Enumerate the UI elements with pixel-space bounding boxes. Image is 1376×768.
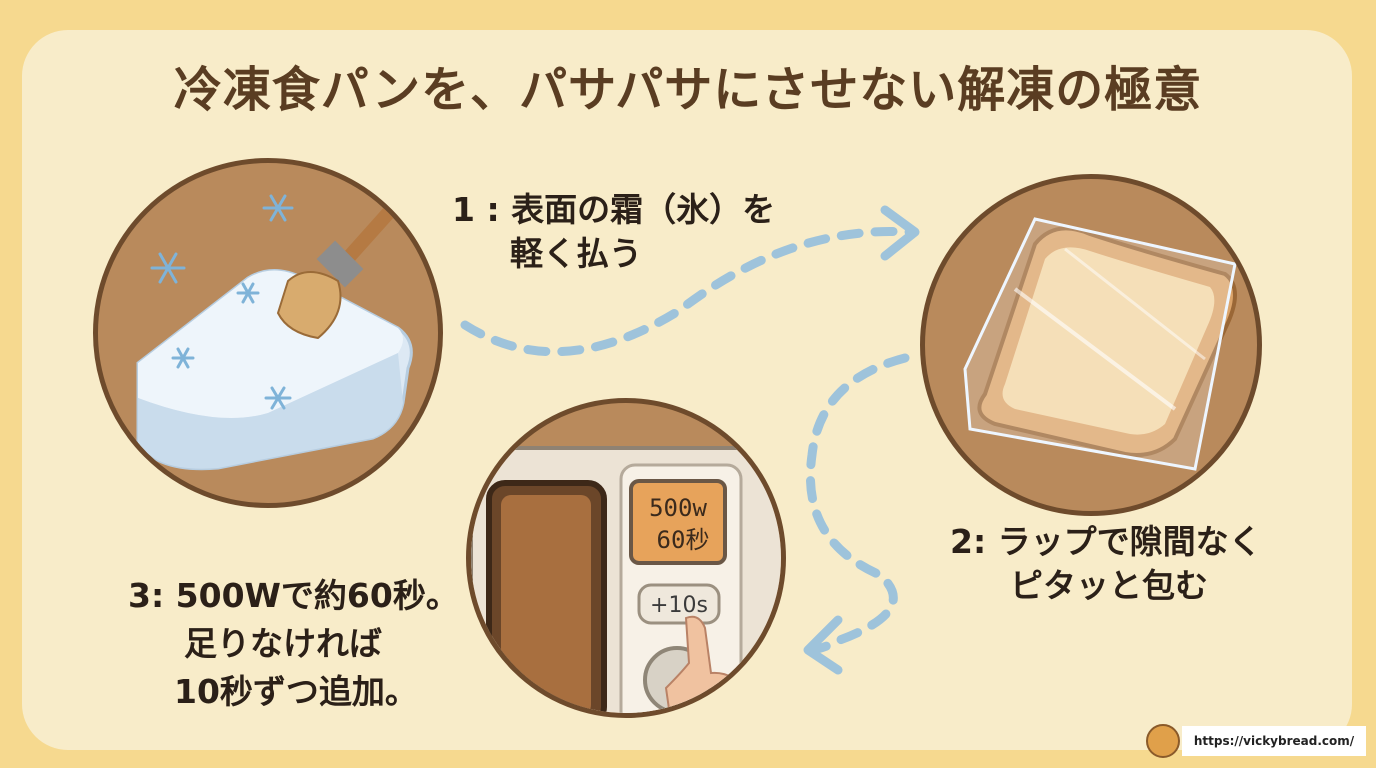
microwave: 500w 60秒 +10s — [471, 446, 781, 713]
step2-line2: ピタッと包む — [1010, 566, 1208, 605]
page-title: 冷凍食パンを、パサパサにさせない解凍の極意 — [173, 62, 1203, 118]
step3-line2: 足りなければ — [184, 624, 382, 663]
logo-icon — [1146, 724, 1180, 758]
step3-line3: 10秒ずつ追加。 — [174, 672, 418, 711]
finger — [664, 615, 751, 713]
display-time: 60秒 — [657, 526, 710, 554]
display-power: 500w — [649, 494, 707, 522]
step3-line1: 3: 500Wで約60秒。 — [128, 576, 459, 615]
step1-line2: 軽く払う — [510, 234, 642, 273]
step2-line1: 2: ラップで隙間なく — [950, 522, 1262, 561]
plus-10s-label: +10s — [650, 593, 708, 618]
step2-text: 2: ラップで隙間なく ピタッと包む — [950, 520, 1310, 608]
dashed-arrow — [460, 226, 915, 655]
site-url[interactable]: https://vickybread.com/ — [1182, 726, 1366, 756]
step1-line1: 1 : 表面の霜（氷）を — [452, 190, 776, 229]
plus-10s-button[interactable] — [637, 583, 721, 625]
footer-brand[interactable]: https://vickybread.com/ — [1146, 724, 1366, 758]
step3-text: 3: 500Wで約60秒。 足りなければ 10秒ずつ追加。 — [128, 572, 488, 716]
step3-illustration: 500w 60秒 +10s — [466, 398, 786, 718]
snowflake-icon — [150, 194, 294, 410]
brush-icon — [276, 163, 438, 340]
step1-illustration — [93, 158, 443, 508]
step1-text: 1 : 表面の霜（氷）を 軽く払う — [452, 188, 812, 276]
step2-illustration — [920, 174, 1262, 516]
wrapped-toast — [963, 217, 1237, 471]
